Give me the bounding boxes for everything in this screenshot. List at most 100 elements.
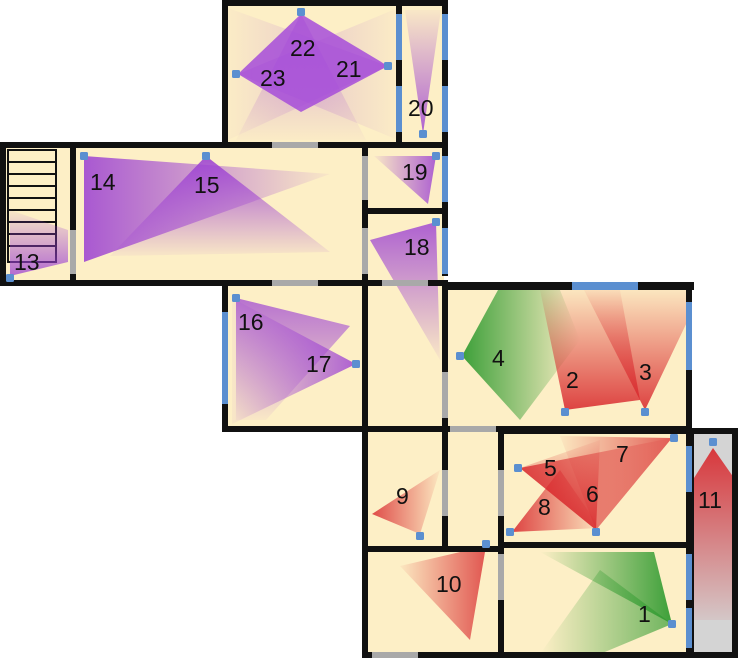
camera-label-22: 22	[290, 35, 316, 61]
camera-icon	[561, 408, 569, 416]
camera-coverage	[10, 8, 734, 654]
camera-icon	[6, 274, 14, 282]
camera-label-23: 23	[260, 65, 286, 91]
door	[498, 470, 504, 516]
window	[442, 156, 448, 202]
camera-label-4: 4	[492, 345, 505, 371]
camera-label-21: 21	[336, 56, 362, 82]
camera-label-11: 11	[698, 487, 722, 513]
door	[442, 372, 448, 418]
wall	[732, 428, 738, 658]
camera-icon	[670, 434, 678, 442]
coverage-cone-18	[370, 222, 440, 360]
wall	[0, 142, 448, 148]
camera-label-17: 17	[306, 351, 332, 377]
camera-icon	[416, 532, 424, 540]
camera-label-2: 2	[566, 367, 579, 393]
coverage-cone-3	[584, 290, 688, 410]
door	[70, 230, 76, 274]
wall	[362, 546, 502, 552]
camera-icon	[709, 438, 717, 446]
camera-label-8: 8	[538, 494, 551, 520]
coverage-cone-13	[10, 210, 68, 276]
door	[272, 280, 318, 286]
door	[362, 228, 368, 274]
wall	[362, 208, 448, 214]
window	[686, 608, 692, 648]
coverage-cone-15	[110, 156, 330, 256]
camera-icon	[456, 352, 464, 360]
camera-icon	[352, 360, 360, 368]
window	[686, 302, 692, 370]
camera-label-14: 14	[90, 169, 116, 195]
coverage-cone-11	[694, 448, 734, 620]
wall	[396, 0, 402, 144]
camera-icon	[592, 528, 600, 536]
wall	[442, 0, 448, 276]
coverage-cone-8	[512, 470, 600, 532]
door	[372, 652, 418, 658]
camera-label-16: 16	[238, 309, 264, 335]
wall	[444, 282, 694, 290]
camera-icons	[6, 8, 717, 628]
wall	[0, 142, 6, 286]
camera-icon	[297, 8, 305, 16]
coverage-cone-1-fill	[540, 570, 672, 654]
camera-label-3: 3	[639, 359, 652, 385]
camera-icon	[232, 70, 240, 78]
coverage-core-top	[238, 14, 388, 112]
window	[396, 14, 402, 60]
window	[572, 282, 638, 290]
door	[272, 142, 318, 148]
camera-label-1: 1	[638, 601, 651, 627]
camera-icon	[668, 620, 676, 628]
doors	[70, 142, 504, 658]
camera-icon	[432, 152, 440, 160]
window	[442, 228, 448, 274]
wall	[70, 142, 76, 286]
camera-label-10: 10	[436, 571, 462, 597]
wall	[498, 542, 692, 548]
window	[442, 86, 448, 132]
camera-labels: 1 2 3 4 5 6 7 8 9 10 11 13 14 15 16 17 1…	[14, 35, 722, 627]
door	[442, 470, 448, 516]
coverage-cone-20	[405, 10, 441, 134]
windows	[222, 14, 692, 648]
window	[396, 86, 402, 132]
camera-label-15: 15	[194, 172, 220, 198]
window	[442, 14, 448, 60]
door	[450, 426, 496, 432]
wall	[362, 280, 368, 658]
wall	[222, 0, 228, 148]
window	[222, 312, 228, 404]
camera-icon	[506, 528, 514, 536]
camera-icon	[419, 130, 427, 138]
wall	[222, 0, 448, 6]
camera-label-7: 7	[616, 441, 629, 467]
camera-label-20: 20	[408, 95, 434, 121]
camera-label-19: 19	[402, 159, 428, 185]
camera-label-5: 5	[544, 455, 557, 481]
wall	[362, 652, 738, 658]
door	[382, 280, 428, 286]
camera-icon	[80, 152, 88, 160]
camera-label-9: 9	[396, 483, 409, 509]
camera-label-6: 6	[586, 481, 599, 507]
coverage-cone-10	[400, 546, 486, 640]
camera-icon	[482, 540, 490, 548]
coverage-cone-17	[232, 298, 356, 424]
camera-icon	[232, 294, 240, 302]
coverage-cone-9	[372, 470, 440, 534]
window	[686, 446, 692, 492]
camera-icon	[202, 152, 210, 160]
camera-label-13: 13	[14, 249, 40, 275]
door	[362, 156, 368, 200]
door	[498, 554, 504, 600]
wall	[498, 428, 738, 434]
camera-icon	[641, 408, 649, 416]
camera-icon	[514, 464, 522, 472]
coverage-cone-19	[374, 156, 436, 204]
camera-icon	[432, 218, 440, 226]
